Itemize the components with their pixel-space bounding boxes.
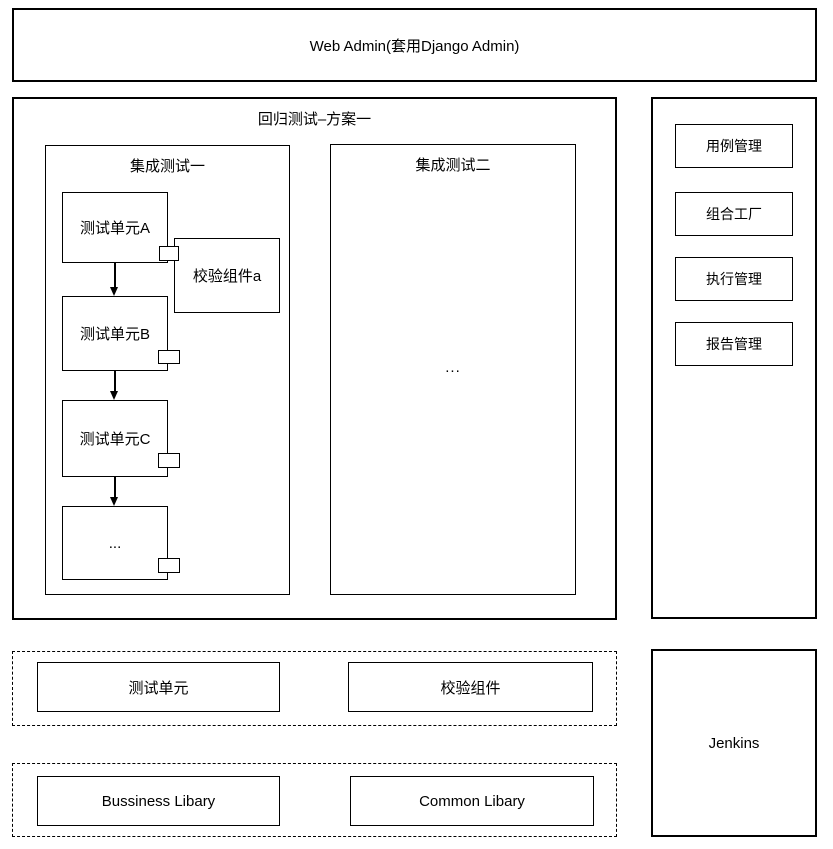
arrow-shaft: [114, 371, 116, 393]
flow-arrow-c-to-more: [110, 477, 120, 506]
integration-test-1-title: 集成测试一: [129, 158, 205, 175]
connector-square-d: [158, 558, 180, 573]
test-unit-more-box: ...: [62, 506, 168, 580]
test-unit-a-box: 测试单元A: [62, 192, 168, 263]
regression-plan-title: 回归测试–方案一: [257, 111, 372, 128]
arrow-head-icon: [110, 287, 118, 296]
integration-test-2-ellipsis: ...: [445, 358, 461, 376]
connector-square-c: [158, 453, 180, 468]
verify-component-a-box: 校验组件a: [174, 238, 280, 313]
integration-test-2-title: 集成测试二: [415, 157, 491, 174]
components-layer: [12, 651, 617, 726]
module-composition-factory-box: 组合工厂: [675, 192, 793, 236]
arrow-head-icon: [110, 497, 118, 506]
integration-test-2-box: 集成测试二: [330, 144, 576, 595]
arrow-shaft: [114, 477, 116, 499]
test-unit-generic-box: 测试单元: [37, 662, 280, 712]
test-unit-b-box: 测试单元B: [62, 296, 168, 371]
library-layer: [12, 763, 617, 837]
module-execution-management-box: 执行管理: [675, 257, 793, 301]
arrow-shaft: [114, 263, 116, 289]
module-usecase-management-box: 用例管理: [675, 124, 793, 168]
test-unit-c-box: 测试单元C: [62, 400, 168, 477]
module-report-management-box: 报告管理: [675, 322, 793, 366]
business-library-box: Bussiness Libary: [37, 776, 280, 826]
connector-square-b: [158, 350, 180, 364]
flow-arrow-b-to-c: [110, 371, 120, 400]
flow-arrow-a-to-b: [110, 263, 120, 296]
web-admin-box: Web Admin(套用Django Admin): [12, 8, 817, 82]
connector-square-a: [159, 246, 179, 261]
common-library-box: Common Libary: [350, 776, 594, 826]
jenkins-box: Jenkins: [651, 649, 817, 837]
arrow-head-icon: [110, 391, 118, 400]
verify-component-generic-box: 校验组件: [348, 662, 593, 712]
